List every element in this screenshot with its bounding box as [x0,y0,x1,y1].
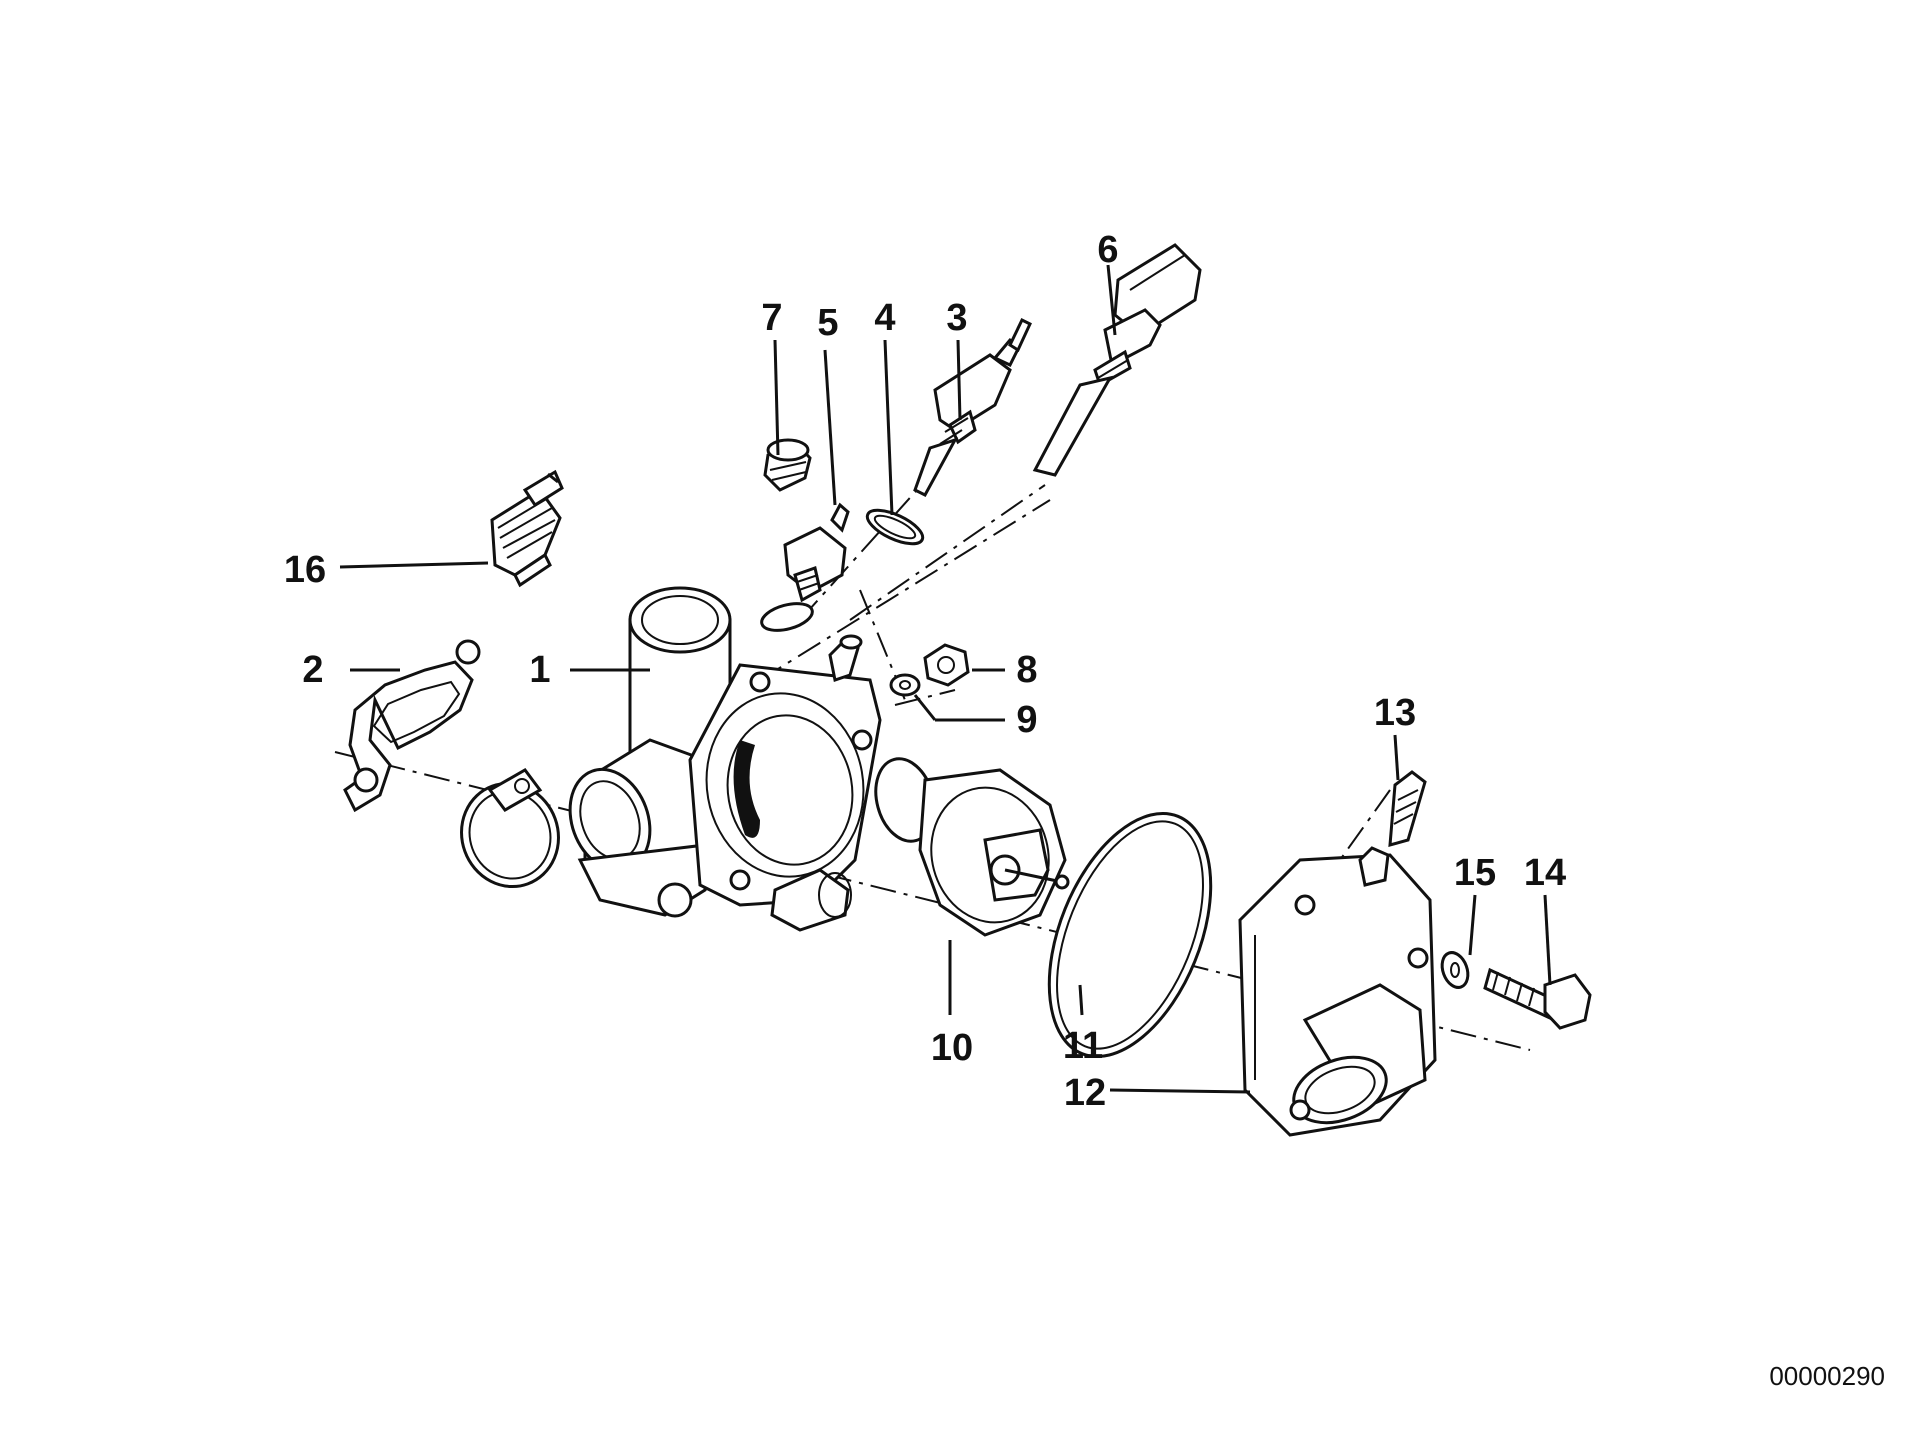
callout-4: 4 [874,297,895,339]
part-5-temperature-sender [760,502,850,632]
part-8-nut [923,643,970,687]
callout-14: 14 [1524,852,1566,894]
leader-lines [339,264,1552,1094]
callout-15: 15 [1454,852,1496,894]
callout-labels: 1 2 3 4 5 6 7 8 9 10 11 12 13 14 15 16 [284,229,1566,1114]
part-9-washer [889,673,921,697]
part-15-washer [1440,951,1470,989]
callout-13: 13 [1374,692,1416,734]
hose-clamp [460,768,560,889]
callout-16: 16 [284,549,326,591]
part-6-sensor-connector [1032,243,1202,477]
callout-5: 5 [817,302,838,344]
part-13-bleed-screw [1388,770,1427,848]
part-11-o-ring [1047,811,1213,1059]
callout-10: 10 [931,1027,973,1069]
part-14-hex-bolt [1483,967,1592,1030]
part-12-thermostat-cover [1238,846,1437,1137]
callout-11: 11 [1063,1025,1103,1067]
callout-2: 2 [302,649,323,691]
callout-8: 8 [1016,649,1037,691]
part-4-sealing-ring [865,508,925,546]
callout-9: 9 [1016,699,1037,741]
callout-1: 1 [529,649,550,691]
part-10-thermostat [874,757,1070,937]
part-16-temperature-switch [490,469,564,588]
callout-6: 6 [1097,229,1118,271]
part-7-screw-plug [763,438,812,492]
callout-3: 3 [946,297,967,339]
part-1-thermostat-housing [568,586,882,932]
part-3-temperature-sensor [913,317,1032,497]
callout-7: 7 [761,297,782,339]
document-number: 00000290 [1769,1361,1885,1391]
callout-12: 12 [1064,1072,1106,1114]
part-2-gasket [343,639,481,813]
